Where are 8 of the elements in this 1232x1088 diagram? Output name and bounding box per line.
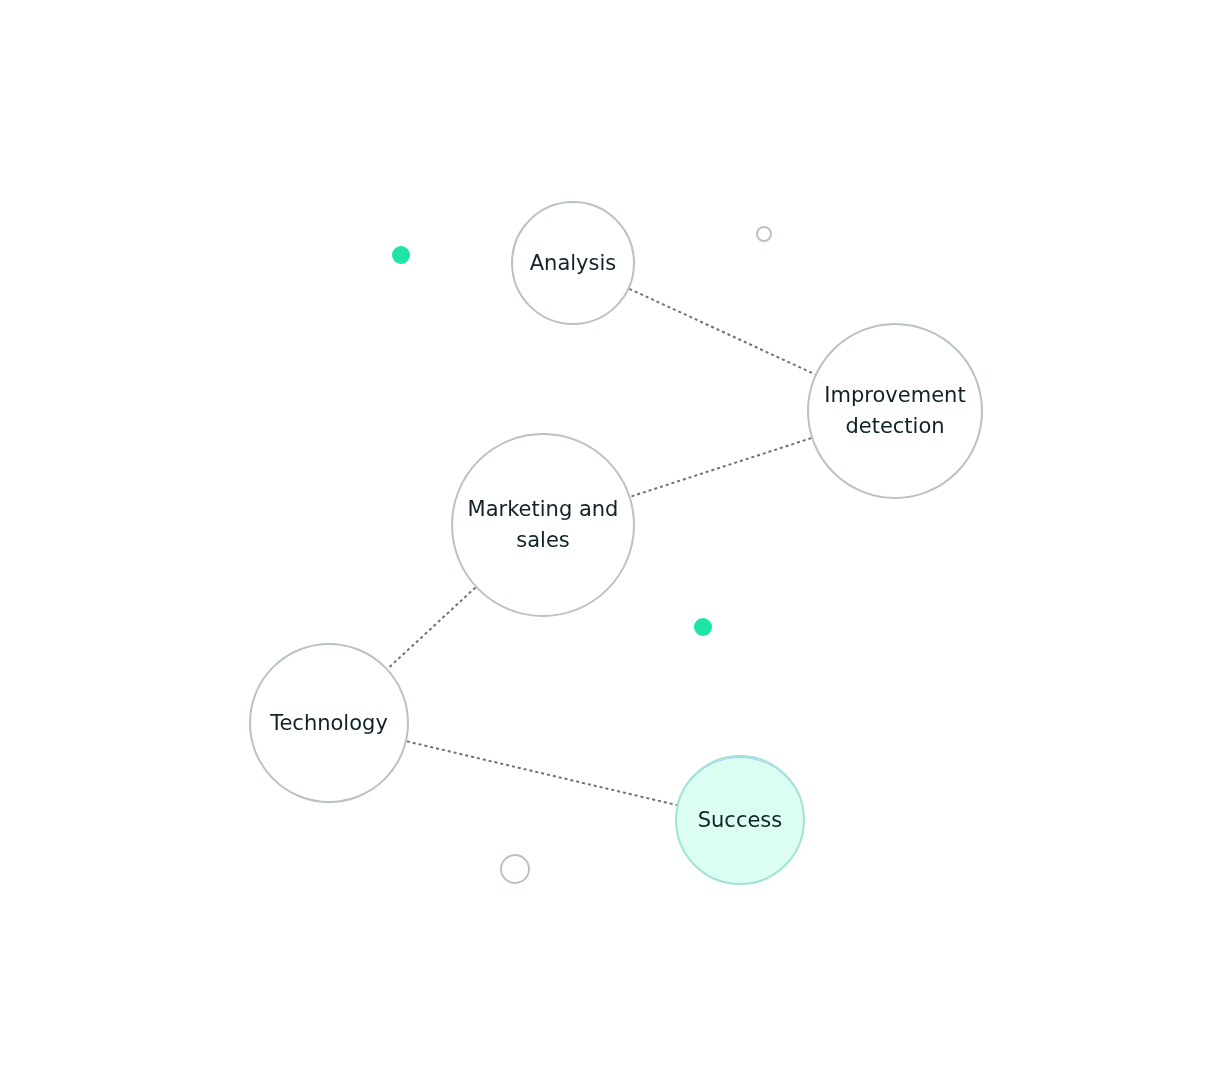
- node-label: Marketing and sales: [466, 496, 620, 554]
- node-label: Improvement detection: [823, 382, 967, 440]
- dotted-connector: [405, 740, 678, 807]
- dotted-connector: [629, 437, 813, 498]
- dotted-connector: [386, 586, 477, 670]
- node-label: Analysis: [528, 249, 618, 277]
- node-label: Technology: [269, 709, 389, 737]
- node-label: Success: [696, 806, 784, 834]
